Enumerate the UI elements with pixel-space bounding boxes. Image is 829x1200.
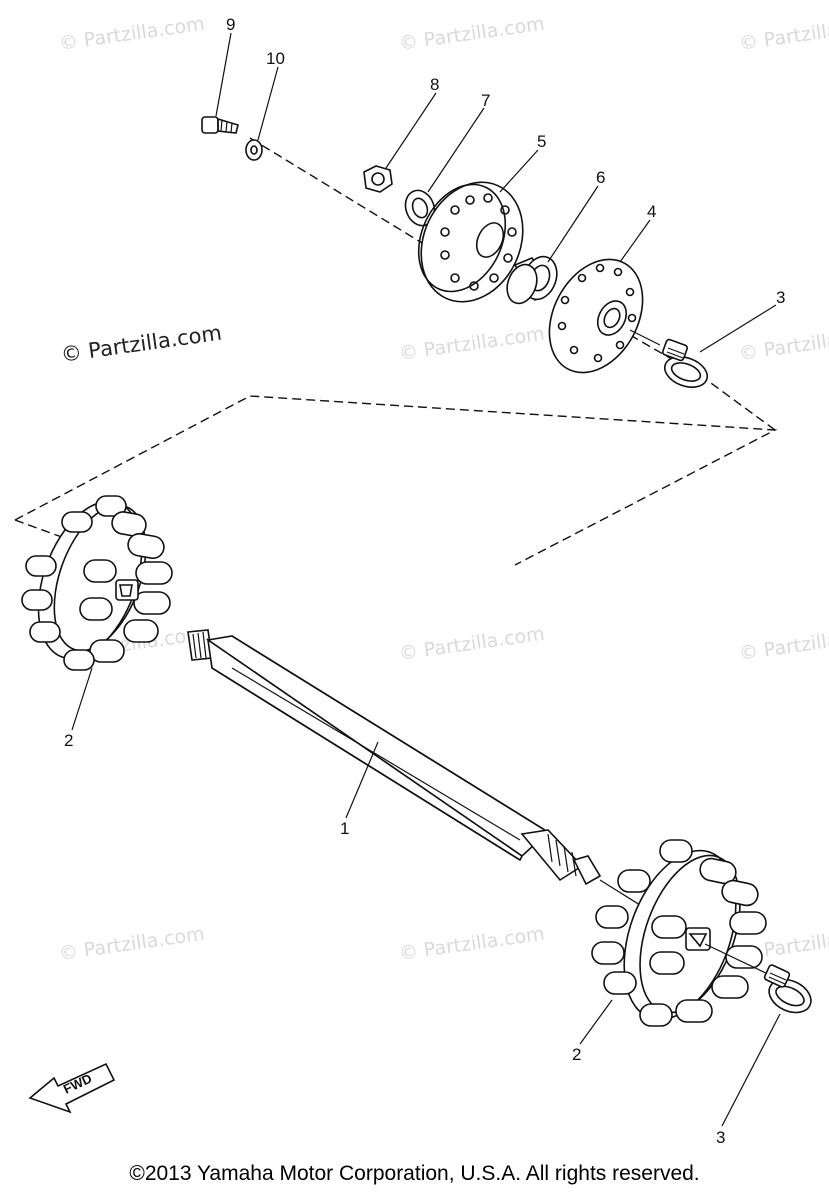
axis-line <box>704 943 771 976</box>
callout-2-right: 2 <box>572 1045 581 1064</box>
watermark: © Partzilla.com <box>398 323 546 365</box>
watermark: © Partzilla.com <box>398 923 546 965</box>
nut-part-8 <box>363 165 393 193</box>
flange-part-5 <box>417 181 524 303</box>
callouts: 9 10 8 7 5 6 4 3 2 1 2 3 <box>64 15 785 1147</box>
callout-3-lower: 3 <box>716 1128 725 1147</box>
watermark: © Partzilla.com <box>738 623 829 665</box>
sprocket-part-2-left <box>21 495 173 671</box>
watermark: © Partzilla.com <box>58 13 206 55</box>
plate-part-4 <box>548 258 644 374</box>
callout-5: 5 <box>537 132 546 151</box>
clamp-part-3-upper <box>661 338 709 388</box>
callout-7: 7 <box>481 91 490 110</box>
clamp-part-3-lower <box>763 964 812 1014</box>
watermark: © Partzilla.com <box>738 323 829 365</box>
callout-4: 4 <box>647 202 656 221</box>
watermark-dark: © Partzilla.com <box>59 321 223 367</box>
shaft-part-1 <box>187 629 641 906</box>
callout-10: 10 <box>266 49 285 68</box>
watermark: © Partzilla.com <box>738 13 829 55</box>
axis-line <box>629 329 661 346</box>
watermarks: © Partzilla.com © Partzilla.com © Partzi… <box>58 13 829 965</box>
sprocket-part-2-right <box>591 839 767 1027</box>
callout-2-left: 2 <box>64 731 73 750</box>
watermark: © Partzilla.com <box>58 923 206 965</box>
copyright-notice: ©2013 Yamaha Motor Corporation, U.S.A. A… <box>129 1162 700 1185</box>
washer-part-10 <box>245 139 263 161</box>
watermark: © Partzilla.com <box>398 13 546 55</box>
bearing-part-6 <box>506 255 558 305</box>
callout-1: 1 <box>340 819 349 838</box>
leader-lines <box>71 32 781 1127</box>
fwd-arrow-icon: FWD <box>28 1062 116 1114</box>
callout-3-upper: 3 <box>776 288 785 307</box>
watermark: © Partzilla.com <box>398 623 546 665</box>
callout-9: 9 <box>226 15 235 34</box>
callout-8: 8 <box>430 75 439 94</box>
bolt-part-9 <box>201 116 239 134</box>
callout-6: 6 <box>596 168 605 187</box>
